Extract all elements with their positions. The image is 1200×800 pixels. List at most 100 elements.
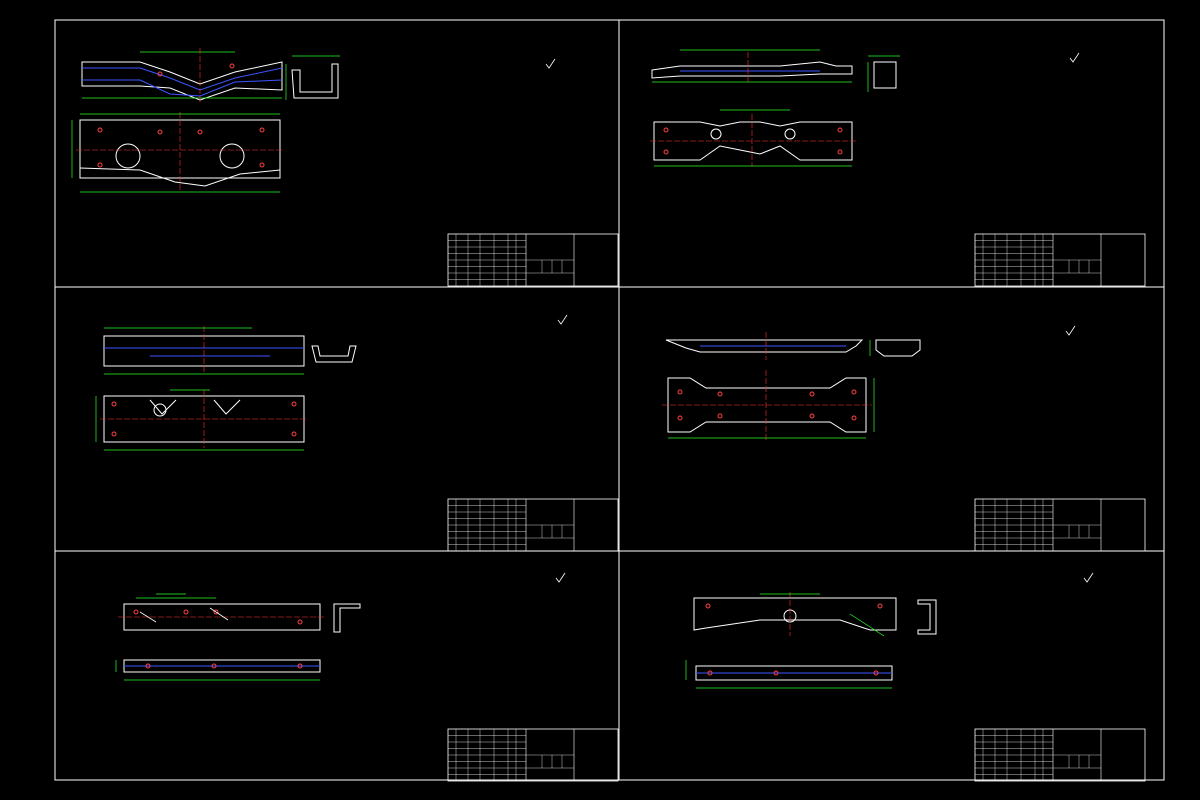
hole bbox=[259, 127, 265, 133]
hole bbox=[297, 619, 303, 625]
part-outline bbox=[149, 399, 241, 415]
part-plan-view bbox=[71, 112, 284, 193]
hole bbox=[677, 389, 683, 395]
section-outline bbox=[311, 345, 357, 363]
hole bbox=[809, 413, 815, 419]
section-outline bbox=[291, 63, 339, 99]
title-block-border bbox=[447, 498, 619, 552]
title-block-border bbox=[447, 728, 619, 782]
roughness-symbol-icon bbox=[545, 58, 556, 69]
part-plan-view bbox=[118, 593, 326, 631]
hole bbox=[291, 431, 297, 437]
sheet-5 bbox=[115, 572, 619, 782]
hole bbox=[707, 670, 713, 676]
hole bbox=[877, 603, 883, 609]
title-block bbox=[974, 233, 1146, 287]
section-outline bbox=[333, 603, 361, 633]
part-plan-view bbox=[95, 389, 308, 451]
roughness-symbol-icon bbox=[557, 314, 568, 325]
sheet-2 bbox=[650, 49, 1146, 287]
part-outline bbox=[653, 121, 853, 161]
hole bbox=[851, 415, 857, 421]
hole bbox=[705, 603, 711, 609]
hole bbox=[111, 401, 117, 407]
hole bbox=[297, 663, 303, 669]
spring-seat bbox=[115, 143, 141, 169]
sheet-4 bbox=[662, 325, 1146, 552]
hole bbox=[663, 127, 669, 133]
roughness-symbol-icon bbox=[1069, 52, 1080, 63]
part-outline bbox=[651, 61, 853, 79]
dimension-line bbox=[849, 613, 885, 637]
part-side-view bbox=[81, 48, 283, 102]
part-outline bbox=[81, 61, 283, 101]
title-block bbox=[447, 728, 619, 782]
part-outline bbox=[667, 377, 867, 433]
hole bbox=[153, 403, 167, 417]
section-outline bbox=[873, 61, 897, 89]
roughness-symbol-icon bbox=[1065, 325, 1076, 336]
hole bbox=[677, 415, 683, 421]
hole bbox=[133, 609, 139, 615]
title-block bbox=[447, 498, 619, 552]
section-view bbox=[869, 339, 921, 357]
section-view bbox=[917, 599, 937, 635]
part-outline bbox=[665, 339, 864, 353]
sheet-1 bbox=[71, 48, 619, 287]
part-side-view bbox=[103, 326, 305, 375]
part-plan-view bbox=[693, 592, 897, 637]
part-side-view bbox=[665, 332, 864, 360]
hole bbox=[145, 663, 151, 669]
hole bbox=[291, 401, 297, 407]
part-side-view bbox=[685, 660, 893, 689]
section-outline bbox=[875, 339, 921, 357]
sheet-6 bbox=[685, 572, 1146, 782]
hole bbox=[851, 389, 857, 395]
hole bbox=[197, 129, 203, 135]
hole bbox=[157, 129, 163, 135]
slot bbox=[139, 607, 229, 623]
roughness-symbol-icon bbox=[555, 572, 566, 583]
part-side-view bbox=[115, 659, 321, 681]
hole bbox=[97, 127, 103, 133]
hole bbox=[157, 71, 163, 77]
hole bbox=[183, 609, 189, 615]
hole bbox=[873, 670, 879, 676]
hole bbox=[213, 609, 219, 615]
sheet-3 bbox=[95, 314, 619, 552]
roughness-symbol-icon bbox=[1083, 572, 1094, 583]
hole bbox=[837, 149, 843, 155]
title-block bbox=[974, 728, 1146, 782]
title-block-border bbox=[447, 233, 619, 287]
hole bbox=[717, 391, 723, 397]
hole bbox=[259, 162, 265, 168]
hole bbox=[717, 413, 723, 419]
section-outline bbox=[917, 599, 937, 635]
hole bbox=[663, 149, 669, 155]
hole bbox=[211, 663, 217, 669]
title-block bbox=[447, 233, 619, 287]
section-view bbox=[285, 55, 340, 100]
part-outline bbox=[79, 167, 281, 187]
outer-frame bbox=[54, 19, 1165, 781]
part-plan-view bbox=[650, 109, 856, 167]
hidden-line bbox=[82, 67, 283, 91]
hole bbox=[97, 162, 103, 168]
hole bbox=[710, 128, 722, 140]
title-block-border bbox=[974, 233, 1146, 287]
part-side-view bbox=[651, 49, 853, 84]
section-view bbox=[311, 345, 357, 363]
title-block-border bbox=[974, 728, 1146, 782]
hole bbox=[229, 63, 235, 69]
section-view bbox=[333, 603, 361, 633]
hole bbox=[837, 127, 843, 133]
title-block-border bbox=[974, 498, 1146, 552]
title-block bbox=[974, 498, 1146, 552]
hole bbox=[809, 391, 815, 397]
section-view bbox=[867, 55, 900, 92]
part-plan-view bbox=[662, 370, 875, 440]
hole bbox=[784, 128, 796, 140]
spring-seat bbox=[219, 143, 245, 169]
hidden-line bbox=[82, 79, 283, 97]
